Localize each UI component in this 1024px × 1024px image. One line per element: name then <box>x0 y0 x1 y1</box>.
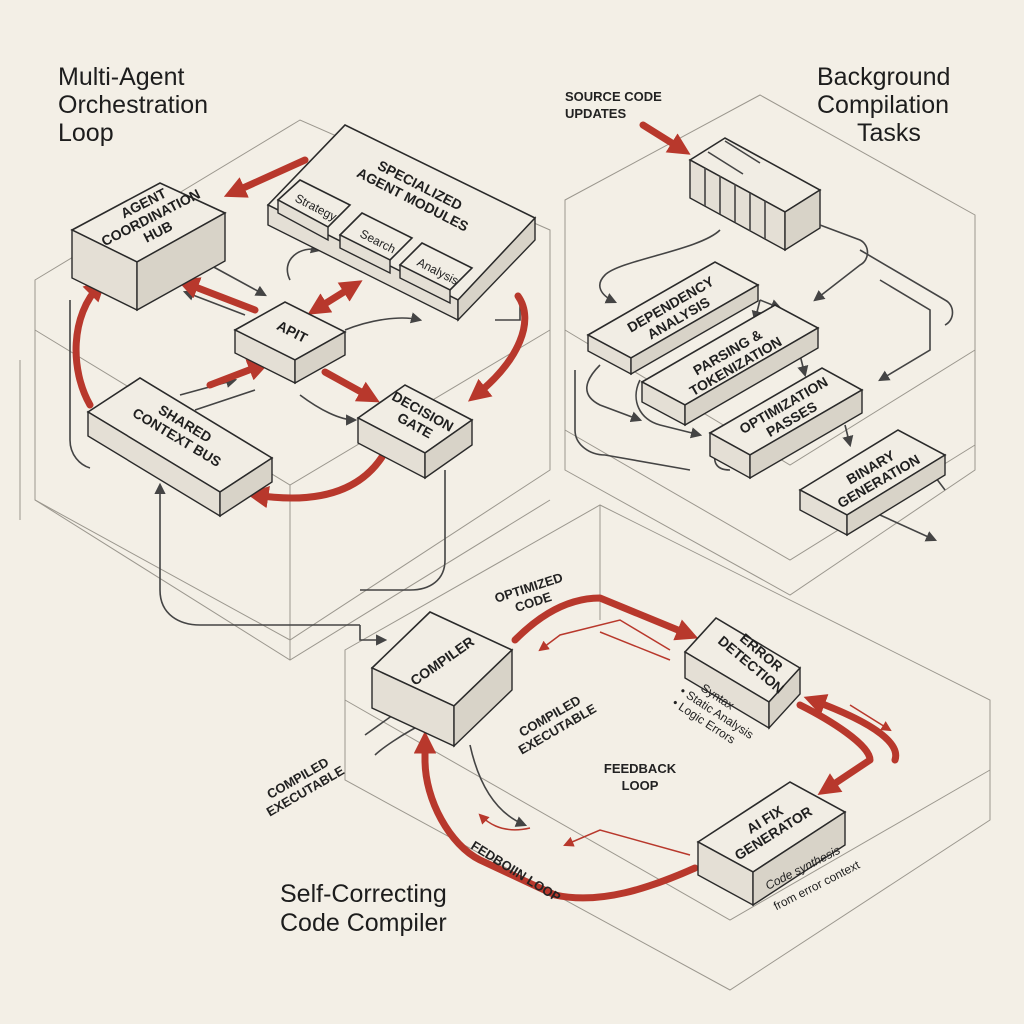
agent-coordination-hub[interactable]: AGENT COORDINATION HUB <box>70 171 227 312</box>
ai-fix-generator[interactable]: AI FIX GENERATOR <box>696 781 847 907</box>
dependency-analysis[interactable]: DEPENDENCY ANALYSIS <box>586 261 760 376</box>
red-arrow-bus-to-hub <box>72 278 107 409</box>
title-orchestration: Multi-Agent Orchestration Loop <box>58 63 208 147</box>
orchestration-red-arrows <box>72 156 529 509</box>
feedback-loop-bottom-label: FEDBOIIN LOOP <box>468 838 563 905</box>
construction-lines <box>19 94 991 991</box>
compiled-executable-outer-label: COMPILED EXECUTABLE <box>264 754 347 819</box>
red-arrow-compiler-to-error <box>511 594 699 644</box>
red-arrow-bus-to-api <box>206 359 271 389</box>
svg-text:Loop: Loop <box>58 119 114 147</box>
red-arrow-gate-to-bus <box>246 453 386 509</box>
red-arrow-api-modules <box>307 280 363 315</box>
svg-text:Code Compiler: Code Compiler <box>280 909 447 937</box>
apit-node[interactable]: APIT <box>233 301 347 385</box>
shared-context-bus[interactable]: SHARED CONTEXT BUS <box>86 377 274 518</box>
decision-gate[interactable]: DECISION GATE <box>356 384 474 480</box>
svg-text:Tasks: Tasks <box>857 119 921 147</box>
svg-text:FEEDBACK: FEEDBACK <box>604 761 677 776</box>
binary-generation[interactable]: BINARY GENERATION <box>798 429 947 537</box>
red-arrow-api-to-hub <box>176 277 259 314</box>
svg-text:SOURCE CODE: SOURCE CODE <box>565 89 662 104</box>
svg-text:Background: Background <box>817 63 950 91</box>
svg-text:Compilation: Compilation <box>817 91 949 119</box>
module-analysis[interactable]: Analysis <box>398 242 474 305</box>
red-arrow-fix-to-compiler <box>413 731 699 902</box>
svg-text:LOOP: LOOP <box>622 778 659 793</box>
compiler-red-loops <box>413 594 900 902</box>
red-arrow-modules-to-gate <box>468 292 529 402</box>
svg-text:Self-Correcting: Self-Correcting <box>280 880 447 908</box>
feedback-loop-label: FEEDBACK LOOP <box>604 761 677 793</box>
svg-text:Multi-Agent: Multi-Agent <box>58 63 184 91</box>
red-arrow-modules-to-hub <box>223 156 309 198</box>
source-buffer-queue <box>688 137 822 252</box>
svg-text:UPDATES: UPDATES <box>565 106 626 121</box>
red-arrow-api-to-gate <box>321 368 380 403</box>
error-detection[interactable]: ERROR DETECTION <box>683 616 802 730</box>
module-search[interactable]: Search <box>338 212 414 275</box>
svg-text:Orchestration: Orchestration <box>58 91 208 119</box>
optimized-code-label: OPTIMIZED CODE <box>493 570 565 615</box>
module-strategy[interactable]: Strategy <box>276 179 352 242</box>
red-arrow-fix-to-error <box>803 694 900 764</box>
parsing-tokenization[interactable]: PARSING & TOKENIZATION <box>640 304 820 427</box>
compiler-box[interactable]: COMPILER <box>370 611 514 748</box>
title-compiler: Self-Correcting Code Compiler <box>280 880 447 937</box>
compiled-executable-inner-label: COMPILED EXECUTABLE <box>516 692 599 757</box>
red-arrow-source-updates <box>639 121 691 155</box>
source-code-label: SOURCE CODE UPDATES <box>565 89 662 121</box>
title-background: Background Compilation Tasks <box>817 63 950 147</box>
